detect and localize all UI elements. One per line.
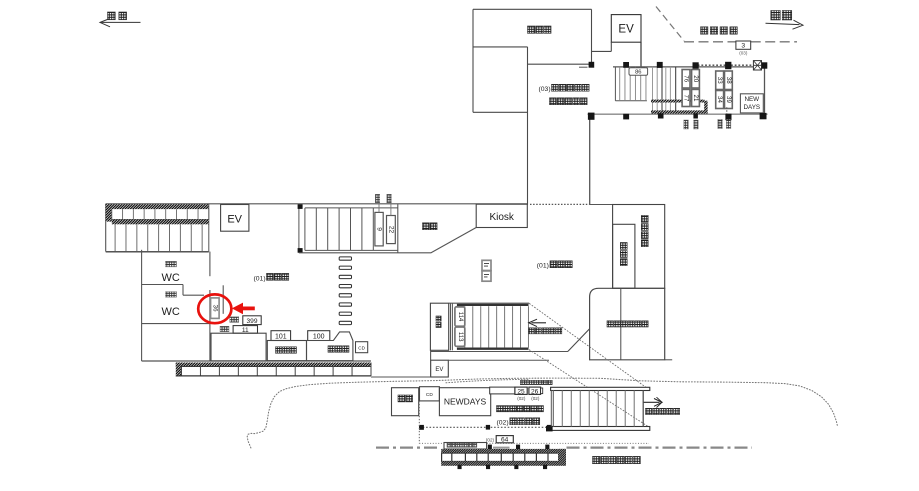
svg-text:(03): (03) (539, 86, 551, 93)
svg-text:33: 33 (716, 77, 723, 84)
svg-text:(01): (01) (537, 263, 549, 270)
svg-text:101: 101 (275, 333, 287, 340)
svg-text:(02): (02) (531, 396, 540, 401)
svg-text:20: 20 (692, 75, 699, 82)
svg-text:114: 114 (457, 312, 463, 322)
svg-text:3: 3 (741, 43, 745, 50)
svg-text:26: 26 (531, 388, 539, 395)
svg-text:76: 76 (683, 75, 690, 82)
svg-text:64: 64 (501, 437, 509, 444)
svg-text:9: 9 (376, 227, 383, 231)
svg-text:Kiosk: Kiosk (489, 212, 514, 223)
svg-text:86: 86 (635, 70, 641, 76)
svg-text:EV: EV (227, 214, 242, 226)
svg-text:(03): (03) (739, 50, 748, 55)
svg-text:WC: WC (162, 272, 180, 284)
svg-text:38: 38 (725, 77, 732, 84)
svg-text:CD: CD (426, 392, 433, 398)
svg-text:CD: CD (358, 345, 365, 350)
svg-text:36: 36 (211, 305, 218, 312)
svg-text:(02): (02) (497, 419, 509, 426)
svg-text:21: 21 (692, 95, 699, 102)
svg-text:(02): (02) (486, 438, 495, 443)
svg-text:NEWDAYS: NEWDAYS (444, 397, 487, 407)
svg-text:EV: EV (435, 367, 443, 373)
svg-text:399: 399 (246, 318, 257, 325)
svg-text:DAYS: DAYS (743, 104, 760, 111)
svg-text:77: 77 (683, 95, 690, 102)
svg-text:(02): (02) (517, 396, 526, 401)
svg-text:25: 25 (517, 388, 525, 395)
svg-text:11: 11 (242, 327, 249, 334)
svg-text:EV: EV (618, 24, 634, 36)
svg-text:39: 39 (725, 96, 732, 103)
svg-text:22: 22 (387, 226, 394, 234)
svg-text:100: 100 (313, 333, 325, 340)
svg-text:34: 34 (716, 96, 723, 103)
svg-text:113: 113 (457, 332, 463, 342)
svg-text:NEW: NEW (744, 96, 759, 103)
svg-text:(01): (01) (254, 276, 266, 283)
svg-text:WC: WC (162, 306, 180, 318)
